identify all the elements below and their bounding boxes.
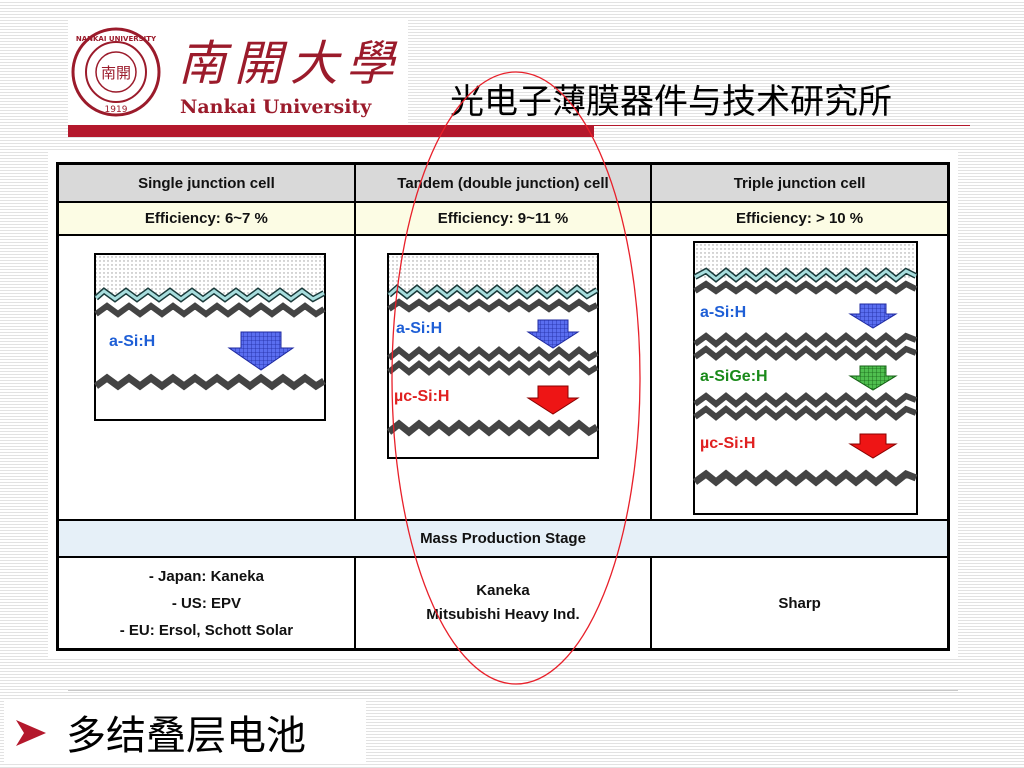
efficiency-single: Efficiency: 6~7 % xyxy=(56,201,356,236)
label-a-si: a-Si:H xyxy=(700,304,746,321)
producers-single: - Japan: Kaneka - US: EPV - EU: Ersol, S… xyxy=(56,556,356,651)
producer-line: - EU: Ersol, Schott Solar xyxy=(119,621,294,639)
blue-arrow-icon xyxy=(848,303,898,329)
producers-tandem: Kaneka Mitsubishi Heavy Ind. xyxy=(353,556,653,651)
label-uc-si: µc-Si:H xyxy=(700,435,755,452)
bullet-text: 多结叠层电池 xyxy=(66,713,306,759)
solar-cell-comparison-table: Single junction cell Tandem (double junc… xyxy=(56,162,950,651)
university-name-en: Nankai University xyxy=(180,96,372,118)
tandem-junction-diagram: a-Si:H µc-Si:H xyxy=(386,253,599,459)
back-contact-zigzag xyxy=(93,373,326,391)
red-arrow-icon xyxy=(848,433,898,459)
single-junction-diagram: a-Si:H xyxy=(93,253,326,421)
label-a-si: a-Si:H xyxy=(396,320,442,337)
header-triple: Triple junction cell xyxy=(650,162,950,203)
tco-layer xyxy=(96,255,324,299)
label-a-sige: a-SiGe:H xyxy=(700,368,768,385)
layer-zigzag xyxy=(94,302,326,318)
arrow-bullet-icon xyxy=(16,720,46,746)
mass-production-label: Mass Production Stage xyxy=(56,519,950,558)
seal-year: 1919 xyxy=(105,105,128,115)
header-row: Single junction cell Tandem (double junc… xyxy=(56,162,950,203)
seal-ring-text: NANKAI UNIVERSITY xyxy=(76,35,157,43)
efficiency-row: Efficiency: 6~7 % Efficiency: 9~11 % Eff… xyxy=(56,201,950,236)
mass-production-row: Mass Production Stage xyxy=(56,519,950,558)
efficiency-triple: Efficiency: > 10 % xyxy=(650,201,950,236)
producer-line: Sharp xyxy=(778,594,821,612)
diagram-row: a-Si:H a-Si:H µc-Si:H xyxy=(56,234,950,521)
header-single: Single junction cell xyxy=(56,162,356,203)
diagram-cell-single: a-Si:H xyxy=(56,234,356,521)
bullet-box xyxy=(4,700,366,764)
producer-line: - US: EPV xyxy=(171,594,241,612)
label-a-si: a-Si:H xyxy=(109,333,155,350)
header-red-line xyxy=(594,125,970,126)
producer-line: - Japan: Kaneka xyxy=(148,567,264,585)
institute-title: 光电子薄膜器件与技术研究所 xyxy=(450,82,892,122)
back-contact-zigzag xyxy=(693,469,918,487)
diagram-cell-triple: a-Si:H a-SiGe:H µc-Si:H xyxy=(650,234,950,521)
label-uc-si: µc-Si:H xyxy=(394,388,449,405)
producers-row: - Japan: Kaneka - US: EPV - EU: Ersol, S… xyxy=(56,556,950,651)
university-seal-icon: 南開 NANKAI UNIVERSITY 1919 xyxy=(71,27,161,117)
producer-line: Kaneka xyxy=(476,582,530,599)
seal-center-text: 南開 xyxy=(101,64,131,82)
producers-triple: Sharp xyxy=(650,556,950,651)
university-logo: 南開 NANKAI UNIVERSITY 1919 南開大學 Nankai Un… xyxy=(68,18,408,124)
producer-line: Mitsubishi Heavy Ind. xyxy=(426,606,580,623)
bottom-divider xyxy=(68,690,958,691)
header-tandem: Tandem (double junction) cell xyxy=(353,162,653,203)
green-arrow-icon xyxy=(848,365,898,391)
triple-junction-diagram: a-Si:H a-SiGe:H µc-Si:H xyxy=(693,241,919,515)
efficiency-tandem: Efficiency: 9~11 % xyxy=(353,201,653,236)
header-red-bar xyxy=(68,125,594,137)
blue-arrow-icon xyxy=(227,331,295,371)
diagram-cell-tandem: a-Si:H µc-Si:H xyxy=(353,234,653,521)
university-name-cn: 南開大學 xyxy=(178,36,403,92)
